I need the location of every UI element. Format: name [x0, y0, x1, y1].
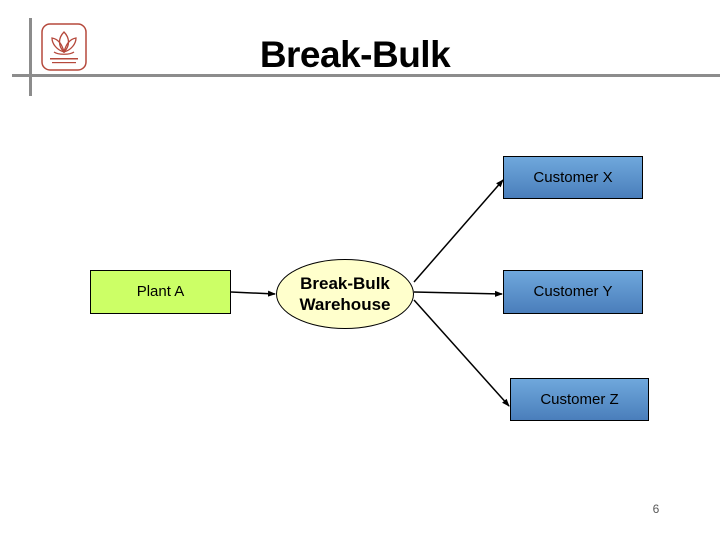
page-number: 6 — [652, 502, 660, 516]
slide-title: Break-Bulk — [259, 34, 451, 75]
node-customer-y: Customer Y — [503, 270, 643, 314]
warehouse-label-line1: Break-Bulk — [300, 274, 390, 293]
header-horizontal-rule — [12, 74, 720, 77]
arrow-warehouse-to-customer-y — [413, 290, 503, 297]
arrow-warehouse-to-customer-x — [413, 179, 504, 283]
node-customer-x: Customer X — [503, 156, 643, 199]
warehouse-label-line2: Warehouse — [299, 295, 391, 314]
node-customer-z: Customer Z — [510, 378, 649, 421]
lotus-logo-icon — [40, 22, 88, 72]
arrow-warehouse-to-customer-z — [413, 299, 510, 407]
node-break-bulk-warehouse: Break-Bulk Warehouse — [276, 259, 414, 329]
node-plant-a: Plant A — [90, 270, 231, 314]
header-vertical-rule — [29, 18, 32, 96]
arrow-plant-to-warehouse — [230, 290, 276, 297]
